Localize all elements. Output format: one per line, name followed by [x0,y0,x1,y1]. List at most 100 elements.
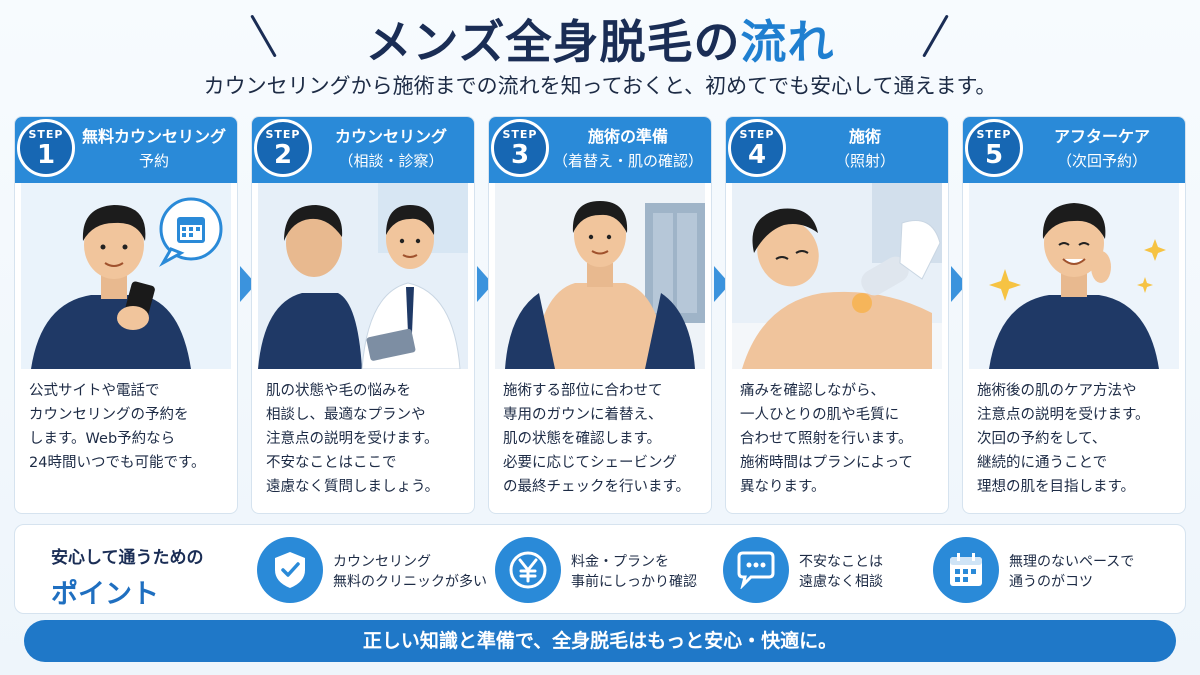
step-description-line: 一人ひとりの肌や毛質に [740,407,900,423]
point-text-line1: カウンセリング [333,554,431,570]
points-label: 安心して通うための ポイント [51,543,204,611]
step-title: 施術 （照射） [786,125,944,173]
step-illustration-consultation [258,183,468,369]
point-text-line1: 無理のないペースで [1009,554,1135,570]
step-badge: STEP 3 [491,119,549,177]
point-text-line2: 事前にしっかり確認 [571,574,697,590]
step-description: 公式サイトや電話で カウンセリングの予約を します。Web予約なら 24時間いつ… [29,379,229,475]
title-main: メンズ全身脱毛の [365,15,741,69]
points-label-line1: 安心して通うための [51,548,204,568]
step-description-line: 異なります。 [740,479,826,495]
header: メンズ全身脱毛の流れ カウンセリングから施術までの流れを知っておくと、初めてでも… [0,0,1200,110]
step-description-line: 肌の状態や毛の悩みを [266,383,411,399]
step-title-main: 施術の準備 [587,127,668,146]
step-description-line: します。Web予約なら [29,431,176,447]
point-text-line2: 無料のクリニックが多い [333,574,487,590]
step-number: 2 [273,140,293,170]
step-title: 無料カウンセリング 予約 [75,125,233,173]
step-title: アフターケア （次回予約） [1023,125,1181,173]
step-description-line: 相談し、最適なプランや [266,407,426,423]
step-description: 肌の状態や毛の悩みを 相談し、最適なプランや 注意点の説明を受けます。 不安なこ… [266,379,466,499]
step-number: 5 [984,140,1004,170]
step-header: STEP 5 アフターケア （次回予約） [963,117,1185,183]
point-item-counseling: カウンセリング 無料のクリニックが多い [257,537,487,603]
step-word: STEP [502,128,538,141]
step-description-line: 次回の予約をして、 [977,431,1107,447]
step-badge: STEP 4 [728,119,786,177]
point-text: 無理のないペースで 通うのがコツ [1009,552,1134,592]
calendar-icon [933,537,999,603]
calendar-bubble-icon [159,197,223,267]
step-card-2: STEP 2 カウンセリング （相談・診察） [251,116,475,514]
step-number: 3 [510,140,530,170]
points-label-line2: ポイント [51,579,159,610]
step-title-sub: （相談・診察） [338,152,444,170]
step-description-line: 施術する部位に合わせて [503,383,663,399]
step-description-line: 公式サイトや電話で [29,383,160,399]
page-title: メンズ全身脱毛の流れ [0,6,1200,72]
sparkle-icon [989,239,1166,301]
step-description-line: 合わせて照射を行います。 [740,431,913,447]
step-title-main: 無料カウンセリング [81,127,226,146]
step-illustration-phone-booking [21,183,231,369]
step-title-main: カウンセリング [334,127,447,146]
yen-icon [495,537,561,603]
point-text-line2: 通うのがコツ [1009,574,1093,590]
step-badge: STEP 1 [17,119,75,177]
step-illustration-laser-treatment [732,183,942,369]
step-title-sub: （照射） [834,152,895,170]
step-description: 施術する部位に合わせて 専用のガウンに着替え、 肌の状態を確認します。 必要に応… [503,379,703,499]
step-header: STEP 1 無料カウンセリング 予約 [15,117,237,183]
step-card-3: STEP 3 施術の準備 （着替え・肌の確認） [488,116,712,514]
step-description-line: 施術後の肌のケア方法や [977,383,1137,399]
step-description-line: 必要に応じてシェービング [503,455,677,471]
step-title: 施術の準備 （着替え・肌の確認） [549,125,707,173]
step-description: 痛みを確認しながら、 一人ひとりの肌や毛質に 合わせて照射を行います。 施術時間… [740,379,940,499]
points-panel: 安心して通うための ポイント カウンセリング 無料のクリニックが多い 料金・プラ… [14,524,1186,614]
point-item-consult: 不安なことは 遠慮なく相談 [723,537,923,603]
step-description-line: 施術時間はプランによって [740,455,913,471]
step-header: STEP 4 施術 （照射） [726,117,948,183]
step-description-line: 24時間いつでも可能です。 [29,455,206,471]
step-number: 1 [36,140,56,170]
step-title-main: 施術 [848,127,881,146]
step-number: 4 [747,140,767,170]
steps-row: STEP 1 無料カウンセリング 予約 [14,116,1186,514]
step-description-line: カウンセリングの予約を [29,407,189,423]
title-accent: 流れ [740,15,835,69]
step-description-line: 継続的に通うことで [977,455,1108,471]
step-description-line: 注意点の説明を受けます。 [977,407,1150,423]
point-text-line2: 遠慮なく相談 [799,574,883,590]
step-title: カウンセリング （相談・診察） [312,125,470,173]
step-description-line: 肌の状態を確認します。 [503,431,662,447]
point-item-pricing: 料金・プランを 事前にしっかり確認 [495,537,715,603]
point-text: カウンセリング 無料のクリニックが多い [333,552,487,592]
step-illustration-aftercare [969,183,1179,369]
step-word: STEP [28,128,64,141]
point-text: 不安なことは 遠慮なく相談 [799,552,883,592]
step-badge: STEP 2 [254,119,312,177]
step-badge: STEP 5 [965,119,1023,177]
chat-bubble-icon [723,537,789,603]
step-description-line: 不安なことはここで [266,455,397,471]
step-word: STEP [265,128,301,141]
step-word: STEP [739,128,775,141]
step-description-line: 痛みを確認しながら、 [740,383,885,399]
point-text-line1: 不安なことは [799,554,883,570]
step-title-sub: （次回予約） [1056,152,1147,170]
step-illustration-changing [495,183,705,369]
step-header: STEP 3 施術の準備 （着替え・肌の確認） [489,117,711,183]
step-description-line: 遠慮なく質問しましょう。 [266,479,440,495]
shield-check-icon [257,537,323,603]
page-subtitle: カウンセリングから施術までの流れを知っておくと、初めてでも安心して通えます。 [203,74,997,98]
step-description-line: 理想の肌を目指します。 [977,479,1136,495]
step-card-4: STEP 4 施術 （照射） 痛 [725,116,949,514]
step-description-line: 専用のガウンに着替え、 [503,407,663,423]
step-description-line: 注意点の説明を受けます。 [266,431,439,447]
point-text: 料金・プランを 事前にしっかり確認 [571,552,697,592]
footer-banner: 正しい知識と準備で、全身脱毛はもっと安心・快適に。 [24,620,1176,662]
step-card-5: STEP 5 アフターケア （次回予約） [962,116,1186,514]
step-title-main: アフターケア [1053,127,1150,146]
step-word: STEP [976,128,1012,141]
step-description-line: の最終チェックを行います。 [503,479,691,495]
